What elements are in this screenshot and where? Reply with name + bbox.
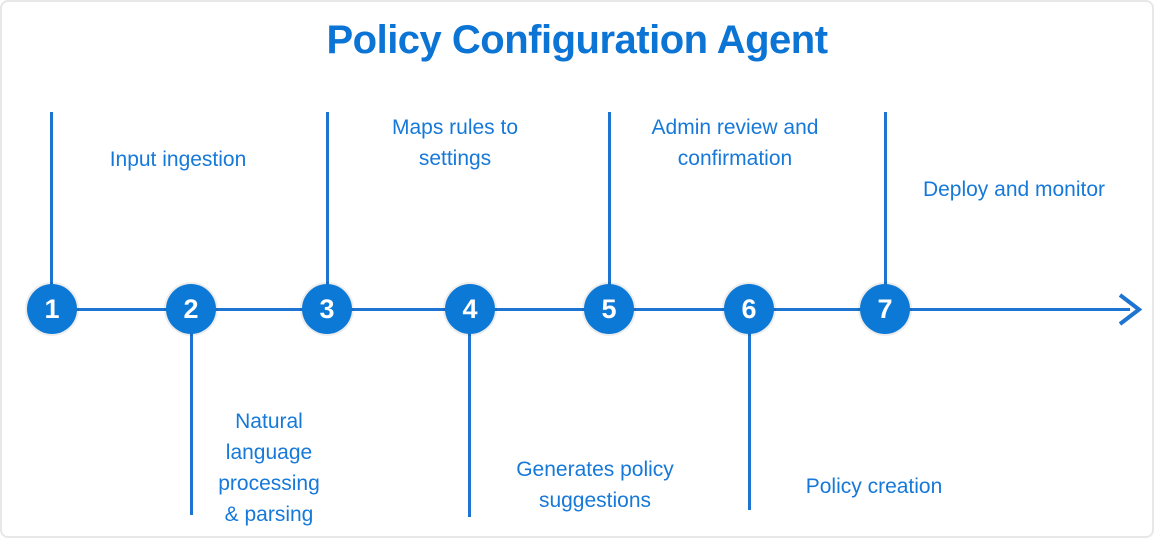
- step2-marker: 2: [166, 284, 216, 334]
- step1-connector-line: [50, 112, 53, 309]
- step5-connector-line: [608, 112, 611, 309]
- step7-label: Deploy and monitor: [922, 178, 1106, 201]
- step3-label: Maps rules to settings: [391, 116, 519, 170]
- step6-marker: 6: [724, 284, 774, 334]
- step7-marker: 7: [860, 284, 910, 334]
- step6-label: Policy creation: [805, 475, 943, 498]
- step3-marker: 3: [302, 284, 352, 334]
- step6-connector-line: [748, 309, 751, 510]
- step2-label: Natural language processing & parsing: [218, 410, 320, 526]
- step4-number: 4: [462, 293, 478, 324]
- step6-number: 6: [741, 293, 757, 324]
- step2-number: 2: [183, 293, 199, 324]
- timeline-arrowhead-icon: [1118, 293, 1142, 326]
- step4-connector-line: [468, 309, 471, 517]
- step7-connector-line: [884, 112, 887, 309]
- step1-marker: 1: [27, 284, 77, 334]
- step3-connector-line: [326, 112, 329, 309]
- step4-label: Generates policy suggestions: [516, 458, 674, 512]
- step5-marker: 5: [584, 284, 634, 334]
- step2-connector-line: [190, 309, 193, 515]
- step7-number: 7: [877, 293, 893, 324]
- step4-marker: 4: [445, 284, 495, 334]
- step5-number: 5: [601, 293, 617, 324]
- step3-number: 3: [319, 293, 335, 324]
- step1-label: Input ingestion: [109, 148, 247, 171]
- step5-label: Admin review and confirmation: [651, 116, 819, 170]
- diagram-title: Policy Configuration Agent: [326, 18, 828, 62]
- step1-number: 1: [44, 293, 60, 324]
